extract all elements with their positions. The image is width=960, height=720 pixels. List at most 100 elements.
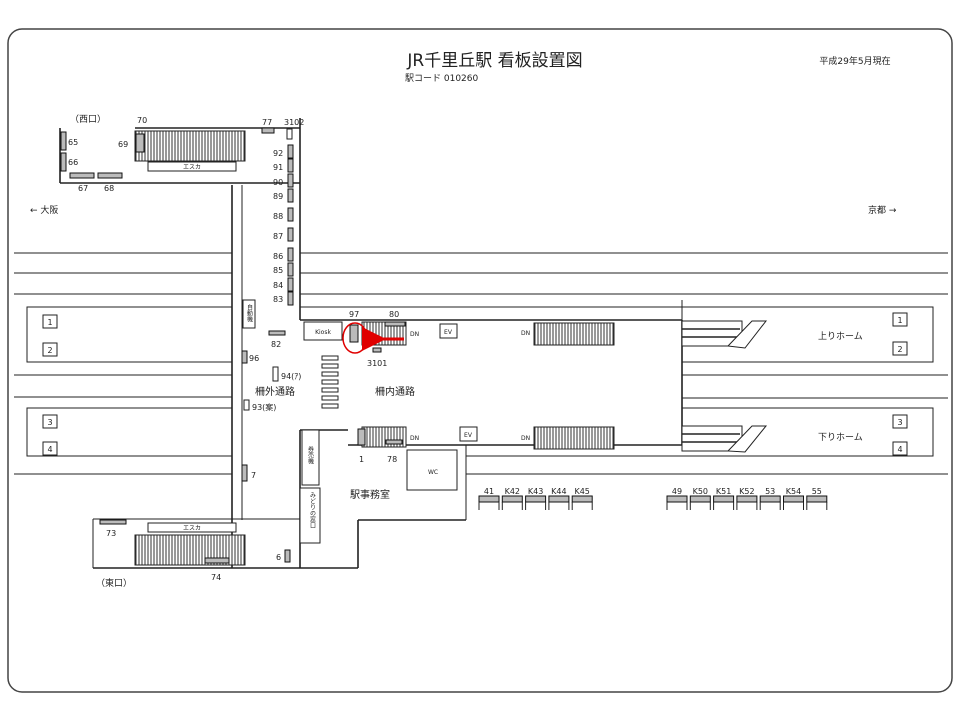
page-title: JR千里丘駅 看板設置図	[406, 51, 582, 71]
sign-74: 74	[211, 573, 221, 582]
platform-sign-board	[501, 495, 523, 503]
escalator-up-platform	[681, 320, 768, 349]
platform-sign-K43: K43	[528, 487, 543, 496]
sign-83: 83	[273, 295, 283, 304]
platform-sign-K44: K44	[551, 487, 566, 496]
sign-84: 84	[273, 281, 283, 290]
kiosk-label: Kiosk	[315, 329, 331, 336]
platform-sign-53: 53	[765, 487, 775, 496]
sign-89: 89	[273, 192, 283, 201]
ticket-machine-area	[301, 429, 320, 486]
ev-label: EV	[444, 329, 453, 336]
escalator-label: エスカ	[183, 525, 201, 532]
sign-88: 88	[273, 212, 283, 221]
platform-sign-board	[806, 495, 828, 503]
platform-sign-K52: K52	[739, 487, 754, 496]
ticket-gates	[321, 355, 339, 409]
as-of-date: 平成29年5月現在	[819, 55, 890, 67]
signs: 65 66 67 68 69 70 77 3102 92 91 90 89 88…	[60, 116, 406, 582]
outside-passage-label: 柵外通路	[255, 385, 295, 398]
sign-97: 97	[349, 310, 359, 319]
track-3: 3	[897, 418, 902, 427]
sign-77: 77	[262, 118, 272, 127]
sign-1: 1	[359, 455, 364, 464]
platform-sign-55: 55	[812, 487, 822, 496]
auto-machine-label: 自動機	[246, 303, 253, 323]
sign-92: 92	[273, 149, 283, 158]
platform-sign-board	[713, 495, 735, 503]
sign-6: 6	[276, 553, 281, 562]
down-platform-label: 下りホーム	[818, 432, 863, 443]
sign-94: 94(ｱ)	[281, 372, 301, 381]
sign-66: 66	[68, 158, 78, 167]
platform-sign-board	[548, 495, 570, 503]
sign-69: 69	[118, 140, 128, 149]
sign-85: 85	[273, 266, 283, 275]
sign-80: 80	[389, 310, 399, 319]
tracks	[14, 252, 948, 475]
sign-3101: 3101	[367, 359, 387, 368]
direction-osaka: ← 大阪	[30, 204, 58, 216]
midori-window-area	[299, 487, 321, 544]
sign-7: 7	[251, 471, 256, 480]
platform-sign-board	[666, 495, 688, 503]
platform-sign-board	[783, 495, 804, 503]
elevator-down	[459, 426, 478, 442]
platform-sign-board	[571, 495, 593, 503]
wc-label: WC	[428, 469, 438, 476]
escalator-label: エスカ	[183, 164, 201, 171]
track-2: 2	[47, 346, 52, 355]
track-2: 2	[897, 345, 902, 354]
kiosk	[303, 321, 343, 341]
sign-93: 93(案)	[252, 402, 276, 412]
sign-90: 90	[273, 178, 283, 187]
platform-sign-board	[525, 495, 547, 503]
wc-room	[406, 449, 458, 491]
track-1: 1	[47, 318, 52, 327]
west-stairs	[134, 130, 246, 162]
up-platform-label: 上りホーム	[818, 331, 863, 342]
stairs-up-platform-east	[533, 322, 615, 346]
sign-68: 68	[104, 184, 114, 193]
escalator-down-platform	[681, 425, 768, 453]
midori-window-label: みどりの窓口	[309, 492, 316, 529]
concourse-walls	[59, 118, 683, 569]
sign-73: 73	[106, 529, 116, 538]
sign-65: 65	[68, 138, 78, 147]
sign-3102: 3102	[284, 118, 304, 127]
stairs-down-platform-east	[533, 426, 615, 450]
west-escalator	[147, 161, 237, 172]
inside-passage-label: 柵内通路	[375, 385, 415, 398]
track-4: 4	[47, 445, 52, 454]
platform-sign-K50: K50	[693, 487, 708, 496]
platform-sign-board	[478, 495, 500, 503]
direction-kyoto: 京都 →	[868, 204, 897, 216]
dn-label: DN	[521, 435, 530, 442]
sign-70: 70	[137, 116, 147, 125]
auto-machine	[242, 299, 256, 329]
track-4: 4	[897, 445, 902, 454]
sign-86: 86	[273, 252, 283, 261]
east-escalator	[147, 522, 237, 533]
track-3: 3	[47, 418, 52, 427]
platform-sign-K42: K42	[505, 487, 520, 496]
sign-67: 67	[78, 184, 88, 193]
sign-78: 78	[387, 455, 397, 464]
sign-87: 87	[273, 232, 283, 241]
platform-sign-K54: K54	[786, 487, 801, 496]
dn-label: DN	[410, 331, 419, 338]
sign-91: 91	[273, 163, 283, 172]
elevator-up	[439, 323, 458, 339]
ev-label: EV	[464, 432, 473, 439]
platform-sign-board	[689, 495, 711, 503]
platform-sign-K51: K51	[716, 487, 731, 496]
track-numbers: 1 2 3 4 1 2 3 4	[42, 312, 908, 456]
platform-sign-41: 41	[484, 487, 494, 496]
sign-82: 82	[271, 340, 281, 349]
sign-96: 96	[249, 354, 259, 363]
track-1: 1	[897, 316, 902, 325]
west-exit-label: （西口）	[70, 114, 106, 125]
